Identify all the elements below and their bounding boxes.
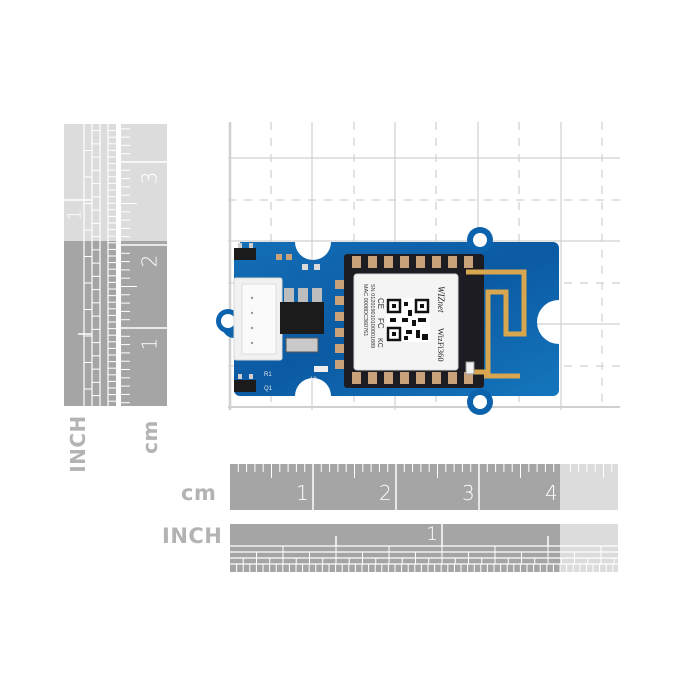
vertical-cm-ruler-scale [121,124,167,406]
horizontal-inch-ruler: 1 [230,524,618,572]
smd-components [234,243,328,392]
pcb-antenna [466,269,527,379]
horizontal-cm-tick-4: 4 [545,481,558,505]
module-brand-text: WIZnet [436,286,446,313]
horizontal-cm-tick-2: 2 [379,481,392,505]
voltage-regulator [280,288,324,353]
vertical-cm-tick-2: 2 [137,254,162,268]
horizontal-cm-unit-label: cm [181,481,217,505]
wizfi360-module: WIZnet WizFi360 MAC 0008DC360761 SN 0120… [335,254,527,388]
vertical-cm-ruler: 3 2 1 [121,124,167,406]
module-mac-text: MAC 0008DC360761 [362,284,368,336]
horizontal-inch-ruler-scale [230,524,618,572]
vertical-cm-tick-1: 1 [137,337,162,351]
cert-fc: FC [376,318,385,329]
module-left-pads [335,280,344,369]
silkscreen-q1: Q1 [264,386,273,392]
cert-ce: CE [376,298,385,309]
qr-code [386,298,430,342]
horizontal-cm-ruler-scale [230,464,618,510]
module-model-text: WizFi360 [436,328,446,362]
horizontal-cm-ruler: 1 2 3 4 [230,464,618,510]
silkscreen-r1: R1 [264,372,272,378]
pcb-illustration: WIZnet WizFi360 MAC 0008DC360761 SN 0120… [216,227,559,415]
vertical-inch-ruler: 1 [64,124,116,406]
module-bottom-pads [352,372,473,384]
vertical-inch-unit-label: INCH [65,415,90,473]
vertical-inch-tick-1: 1 [64,209,86,221]
horizontal-inch-tick-1: 1 [426,523,439,545]
vertical-cm-tick-3: 3 [137,171,162,185]
module-sn-text: SN 012019010100001889 [369,284,375,348]
module-top-pads [352,256,473,268]
horizontal-cm-tick-1: 1 [296,481,309,505]
horizontal-inch-unit-label: INCH [162,524,223,548]
horizontal-cm-tick-3: 3 [462,481,475,505]
vertical-inch-ruler-scale [64,124,116,406]
cert-kc: KC [376,338,383,348]
wizfi360-grove-board: WIZnet WizFi360 MAC 0008DC360761 SN 0120… [214,226,574,416]
grove-connector [233,277,283,361]
vertical-cm-unit-label: cm [137,420,162,454]
silkscreen-10: 10 [310,377,317,383]
